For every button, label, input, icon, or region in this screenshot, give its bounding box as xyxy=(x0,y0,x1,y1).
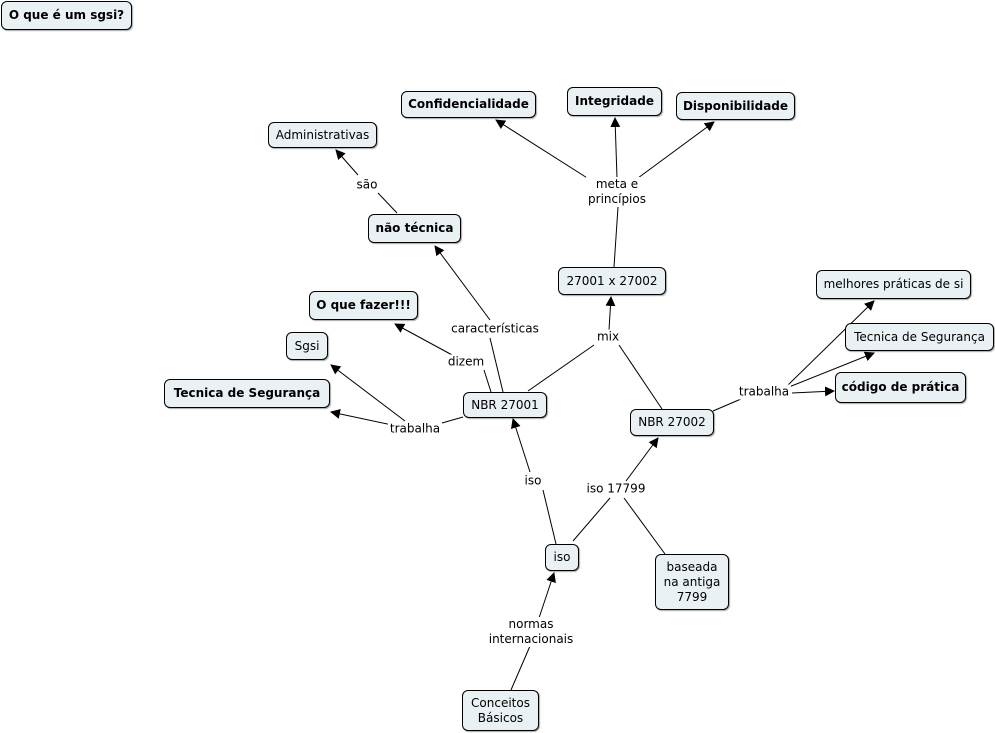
27001-x-27002-node[interactable]: 27001 x 27002 xyxy=(558,267,666,295)
edge-conceitos-normas xyxy=(510,645,531,691)
link-dizem: dizem xyxy=(445,354,487,370)
nbr27001-node[interactable]: NBR 27001 xyxy=(463,392,547,418)
confidencialidade-node[interactable]: Confidencialidade xyxy=(401,91,536,118)
edge-nbr27001-dizem xyxy=(483,369,492,393)
edge-nbr27002-mix xyxy=(618,344,663,410)
edge-naotec-sao xyxy=(377,192,398,214)
title-node[interactable]: O que é um sgsi? xyxy=(1,1,132,30)
link-trabalha-left: trabalha xyxy=(387,421,443,437)
link-caracteristicas: características xyxy=(449,321,541,337)
integridade-node[interactable]: Integridade xyxy=(567,87,662,116)
edge-nbr27001-caract xyxy=(489,337,504,393)
edge-nbr27002-trabalhar xyxy=(712,398,742,412)
edge-iso-isolink xyxy=(542,489,557,545)
disponibilidade-node[interactable]: Disponibilidade xyxy=(676,92,795,120)
melhores-praticas-node[interactable]: melhores práticas de si xyxy=(816,270,971,299)
nbr27002-node[interactable]: NBR 27002 xyxy=(630,409,714,436)
sgsi-node[interactable]: Sgsi xyxy=(286,332,328,360)
edge-isolink-nbr27001 xyxy=(510,418,531,473)
edge-meta-integ xyxy=(610,117,621,179)
link-iso: iso xyxy=(522,473,544,489)
link-sao: são xyxy=(354,177,380,193)
edge-trabalhar-melhores xyxy=(787,300,875,386)
link-iso-17799: iso 17799 xyxy=(584,481,648,497)
edge-trabalhar-tecnica xyxy=(788,351,875,388)
edge-trabalha-tecnica xyxy=(330,408,393,426)
edge-baseada-iso17799 xyxy=(623,497,666,555)
edge-normas-iso xyxy=(538,572,556,619)
edge-sao-admin xyxy=(335,149,359,176)
edge-nbr27001-trabalha xyxy=(441,416,464,424)
tecnica-seguranca-left-node[interactable]: Tecnica de Segurança xyxy=(164,379,330,408)
edge-box-meta xyxy=(613,206,619,268)
edge-trabalhar-codigo xyxy=(791,386,835,397)
codigo-pratica-node[interactable]: código de prática xyxy=(835,372,966,403)
link-mix: mix xyxy=(594,329,622,345)
link-meta-principios: meta e princípios xyxy=(586,177,648,207)
iso-node[interactable]: iso xyxy=(545,544,579,571)
edge-meta-confid xyxy=(495,119,593,182)
administrativas-node[interactable]: Administrativas xyxy=(268,122,377,148)
tecnica-seguranca-right-node[interactable]: Tecnica de Segurança xyxy=(845,323,994,351)
baseada-antiga-node[interactable]: baseada na antiga 7799 xyxy=(655,554,729,610)
link-normas-internacionais: normas internacionais xyxy=(486,617,576,647)
edge-iso17799-nbr27002 xyxy=(625,437,659,482)
link-trabalha-right: trabalha xyxy=(736,384,792,400)
edge-mix-box xyxy=(605,296,616,331)
edge-nbr27001-mix xyxy=(527,344,595,392)
o-que-fazer-node[interactable]: O que fazer!!! xyxy=(309,291,418,320)
nao-tecnica-node[interactable]: não técnica xyxy=(368,214,461,243)
conceitos-basicos-node[interactable]: Conceitos Básicos xyxy=(462,690,539,731)
edge-iso-iso17799 xyxy=(572,497,611,542)
edge-trabalha-sgsi xyxy=(330,364,406,422)
edge-meta-dispo xyxy=(637,121,715,179)
edge-dizem-oquefazer xyxy=(394,323,455,357)
edge-caract-naotec xyxy=(434,245,491,321)
